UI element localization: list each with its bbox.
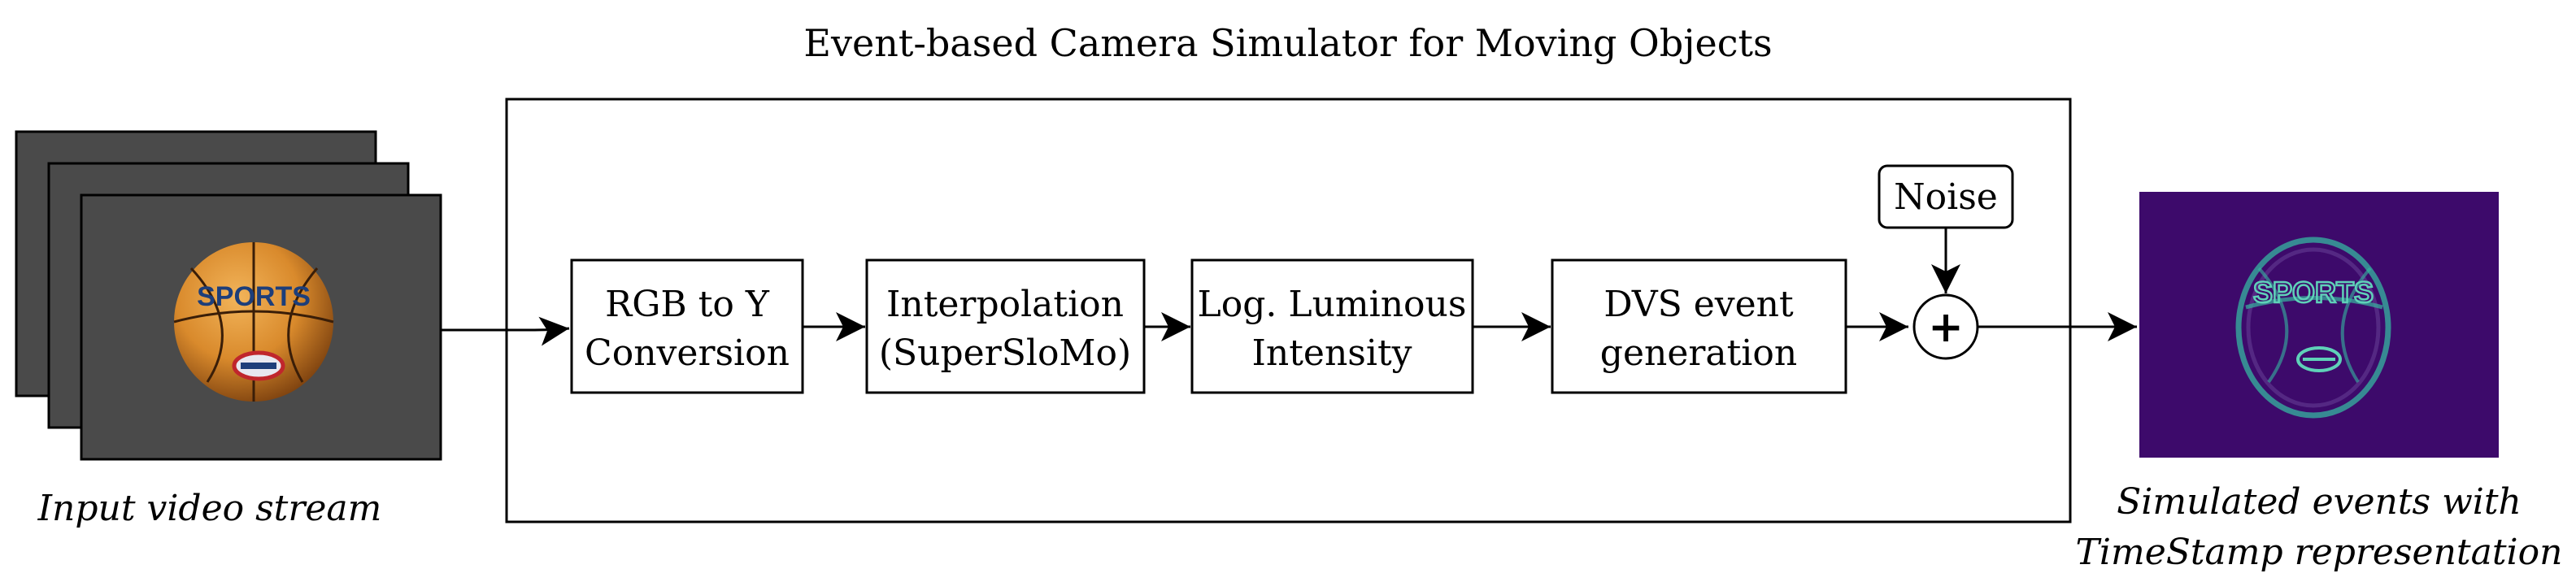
diagram-title: Event-based Camera Simulator for Moving … bbox=[803, 21, 1772, 65]
basketball-image: SPORTS bbox=[173, 242, 334, 402]
block-rgb-to-y-line1: RGB to Y bbox=[605, 284, 770, 325]
output-caption-line2: TimeStamp representation bbox=[2076, 532, 2563, 573]
arrow-input-to-rgb bbox=[441, 316, 570, 346]
block-log-luminous: Log. Luminous Intensity bbox=[1190, 258, 1474, 394]
basketball-label: SPORTS bbox=[197, 281, 311, 312]
block-interpolation-line2: (SuperSloMo) bbox=[879, 332, 1131, 374]
block-interpolation: Interpolation (SuperSloMo) bbox=[865, 258, 1146, 394]
block-log-luminous-line1: Log. Luminous bbox=[1198, 284, 1467, 325]
sum-node: + bbox=[1912, 293, 1979, 360]
block-dvs-generation-line1: DVS event bbox=[1603, 284, 1794, 325]
noise-label: Noise bbox=[1894, 176, 1998, 218]
noise-block: Noise bbox=[1878, 164, 2014, 229]
block-rgb-to-y-line2: Conversion bbox=[585, 332, 790, 374]
event-ball-label: SPORTS bbox=[2253, 276, 2374, 309]
block-dvs-generation-line2: generation bbox=[1600, 332, 1797, 374]
event-output-image: SPORTS bbox=[2139, 192, 2499, 458]
simulator-box bbox=[505, 98, 2072, 523]
block-log-luminous-line2: Intensity bbox=[1252, 332, 1412, 374]
block-rgb-to-y: RGB to Y Conversion bbox=[570, 258, 804, 394]
input-caption: Input video stream bbox=[37, 488, 382, 529]
output-caption-line1: Simulated events with bbox=[2117, 481, 2522, 523]
block-interpolation-line1: Interpolation bbox=[886, 284, 1124, 325]
sum-symbol: + bbox=[1928, 302, 1964, 352]
input-video-frames: SPORTS bbox=[15, 130, 442, 461]
block-dvs-generation: DVS event generation bbox=[1551, 258, 1847, 394]
